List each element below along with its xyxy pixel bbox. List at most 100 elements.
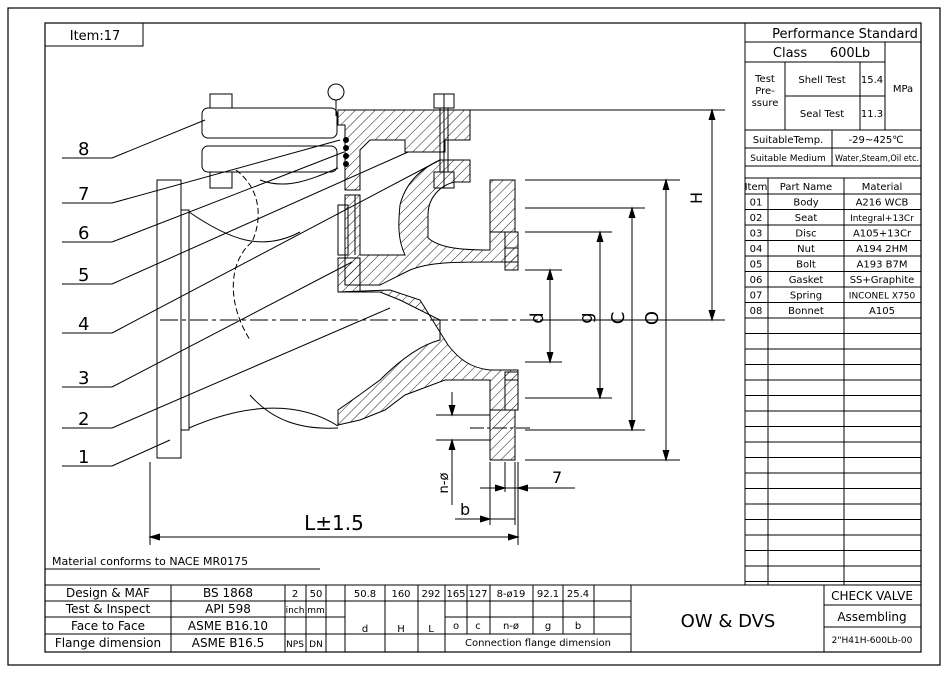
part-item-number: 04 <box>750 244 763 255</box>
dim-value-nps: 2 <box>292 589 298 600</box>
std-value-4: ASME B16.5 <box>192 636 265 650</box>
dim-label-l: L±1.5 <box>304 511 364 535</box>
dim-label-b: b <box>460 500 470 519</box>
part-material: Integral+13Cr <box>850 214 914 224</box>
part-name: Bolt <box>796 260 816 271</box>
part-material: SS+Graphite <box>850 275 915 286</box>
valve-drawing <box>156 83 560 461</box>
class-value: 600Lb <box>830 46 870 61</box>
item-box <box>44 22 144 47</box>
part-item-number: 01 <box>750 198 763 209</box>
std-value-1: BS 1868 <box>203 586 253 600</box>
h-symbol: H <box>397 624 405 635</box>
callout-leaders <box>62 119 441 467</box>
outlet-flange-lower <box>489 409 516 461</box>
part-name: Spring <box>790 291 822 302</box>
outlet-flange-upper <box>489 179 516 233</box>
eye-bolt-ring <box>327 83 345 101</box>
outlet-flange-upper-raised <box>504 231 519 271</box>
parts-grid <box>745 209 921 582</box>
unit-inch: inch <box>286 606 305 616</box>
std-label-3: Face to Face <box>71 619 145 633</box>
shell-test-label: Shell Test <box>798 75 845 86</box>
dim-label-raised-face: 7 <box>552 468 562 487</box>
test-pressure-line-2: Pre- <box>755 86 775 97</box>
std-label-4: Flange dimension <box>55 636 161 650</box>
performance-title: Performance Standard <box>772 27 918 42</box>
part-name: Body <box>793 198 818 209</box>
drawing-subtitle: Assembling <box>837 610 906 624</box>
part-name: Gasket <box>789 275 824 286</box>
dn-label: DN <box>309 640 323 650</box>
body-neck-contour <box>259 167 339 185</box>
dimension-lines <box>148 108 725 545</box>
dim-label-o: O <box>642 311 663 325</box>
dim-value-o: 165 <box>446 589 465 600</box>
bolt-nut-bottom-left <box>209 171 233 189</box>
dim-value-g: 92.1 <box>537 589 559 600</box>
part-material: A216 WCB <box>856 198 909 209</box>
suitable-temp-value: -29~425℃ <box>848 135 903 146</box>
unit-mm: mm <box>307 606 325 616</box>
dim-label-n-phi: n-ø <box>437 473 452 494</box>
parts-header-name: Part Name <box>780 182 832 193</box>
part-item-number: 02 <box>750 213 763 224</box>
part-material: A194 2HM <box>856 244 908 255</box>
inner-frame <box>44 22 922 653</box>
bonnet-section <box>337 109 471 191</box>
std-label-2: Test & Inspect <box>65 602 151 616</box>
material-note: Material conforms to NACE MR0175 <box>52 555 248 568</box>
callout-7: 7 <box>78 184 89 205</box>
body-right-section <box>344 159 519 286</box>
shell-test-value: 15.4 <box>861 75 883 86</box>
parts-header-item: Item <box>745 182 768 193</box>
performance-standard-table <box>744 23 921 585</box>
class-label: Class <box>773 46 807 61</box>
suitable-temp-label: SuitableTemp. <box>753 135 824 146</box>
c-symbol: c <box>475 621 481 632</box>
part-item-number: 03 <box>750 229 763 240</box>
nps-label: NPS <box>286 640 304 650</box>
inlet-flange-neck <box>180 209 190 431</box>
test-pressure-line-1: Test <box>754 74 775 85</box>
company-name: OW & DVS <box>681 611 776 632</box>
callout-2: 2 <box>78 409 89 430</box>
part-name: Nut <box>797 244 815 255</box>
part-name: Disc <box>795 229 816 240</box>
body-flange-plate <box>201 145 338 173</box>
body-lower-section <box>337 289 519 426</box>
g-symbol: g <box>545 621 551 632</box>
suitable-medium-value: Water,Steam,Oil etc. <box>835 154 919 164</box>
dim-value-dn: 50 <box>310 589 323 600</box>
dim-value-b: 25.4 <box>567 589 589 600</box>
hidden-line-1 <box>235 169 259 243</box>
inlet-flange <box>156 179 182 459</box>
part-name: Seat <box>795 213 818 224</box>
n-phi-symbol: n-ø <box>503 621 519 632</box>
part-item-number: 07 <box>750 291 763 302</box>
callout-4: 4 <box>78 314 89 335</box>
o-symbol: o <box>453 621 459 632</box>
std-value-3: ASME B16.10 <box>188 619 268 633</box>
disc-stem <box>337 204 349 256</box>
part-material: INCONEL X750 <box>849 292 916 302</box>
part-material: A105+13Cr <box>853 229 912 240</box>
callout-8: 8 <box>78 139 89 160</box>
flange-caption: Connection flange dimension <box>465 638 611 649</box>
dim-value-h: 160 <box>391 589 410 600</box>
bolt-nut-top-left <box>209 93 233 109</box>
dim-label-c: C <box>608 312 629 325</box>
callout-1: 1 <box>78 447 89 468</box>
suitable-medium-label: Suitable Medium <box>750 154 826 164</box>
drawing-title: CHECK VALVE <box>831 589 913 603</box>
dim-value-c: 127 <box>468 589 487 600</box>
std-value-2: API 598 <box>205 602 251 616</box>
bonnet-plate <box>201 107 338 139</box>
drawing-number: 2"H41H-600Lb-00 <box>832 636 913 646</box>
item-label: Item:17 <box>70 29 121 44</box>
dim-label-g: g <box>576 312 597 323</box>
callout-6: 6 <box>78 223 89 244</box>
callout-3: 3 <box>78 368 89 389</box>
